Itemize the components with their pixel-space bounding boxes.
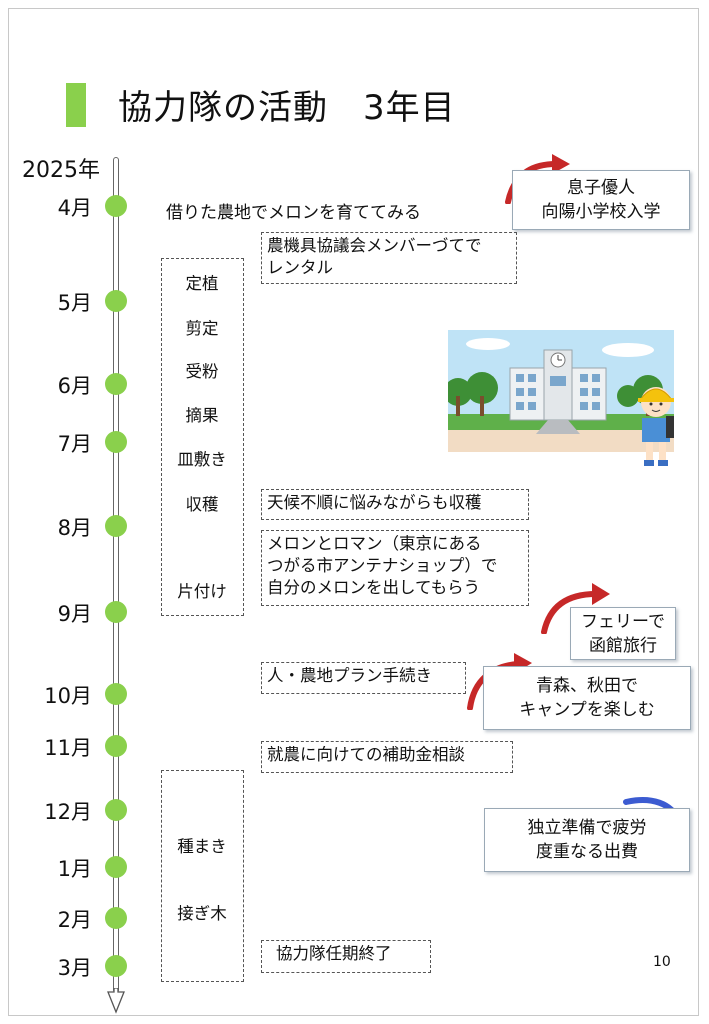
timeline-dot [105,373,127,395]
month-label: 8月 [57,516,92,540]
note-ferry-line1: フェリーで [581,611,665,632]
event-subsidy-text: 就農に向けての補助金相談 [267,745,465,764]
timeline-dot [105,431,127,453]
note-school: 息子優人 向陽小学校入学 [512,170,690,230]
task-item: 定植 [185,274,219,293]
timeline-dot [105,515,127,537]
month-label: 1月 [57,857,92,881]
year-label: 2025年 [22,158,100,183]
month-label: 4月 [57,196,92,220]
title-accent-bar [66,83,86,127]
task-item: 収穫 [185,495,219,514]
event-april: 借りた農地でメロンを育ててみる [166,203,421,223]
note-camp: 青森、秋田で キャンプを楽しむ [483,666,691,730]
timeline-dot [105,601,127,623]
task-item: 種まき [177,837,227,856]
timeline-dot [105,195,127,217]
event-harvest-text: 天候不順に悩みながらも収穫 [267,493,482,512]
month-label: 11月 [44,736,92,760]
timeline-dot [105,907,127,929]
month-label: 7月 [57,432,92,456]
event-term-end-text: 協力隊任期終了 [276,944,392,963]
note-camp-line2: キャンプを楽しむ [519,700,655,720]
note-expense-line2: 度重なる出費 [536,842,638,862]
task-column-first [161,258,244,616]
event-subsidy-box: 就農に向けての補助金相談 [261,741,513,773]
task-column-second [161,770,244,982]
month-label: 6月 [57,374,92,398]
timeline-dot [105,683,127,705]
event-procedure-box: 人・農地プラン手続き [261,662,466,694]
task-item: 受粉 [185,362,219,381]
month-label: 12月 [44,800,92,824]
note-school-line1: 息子優人 [567,178,635,198]
timeline-dot [105,735,127,757]
month-label: 10月 [44,684,92,708]
event-antenna-line1: メロンとロマン（東京にある [267,534,482,553]
event-procedure-text: 人・農地プラン手続き [267,666,432,685]
red-curved-arrow-icon [541,583,610,634]
month-label: 2月 [57,908,92,932]
note-camp-line1: 青森、秋田で [536,676,638,696]
slide-frame [8,8,699,1016]
note-expense: 独立準備で疲労 度重なる出費 [484,808,690,872]
event-harvest-box: 天候不順に悩みながらも収穫 [261,489,529,520]
event-antenna-box: メロンとロマン（東京にある つがる市アンテナショップ）で 自分のメロンを出しても… [261,530,529,606]
event-antenna-line2: つがる市アンテナショップ）で [267,556,498,575]
event-rental-box: 農機具協議会メンバーづてで レンタル [261,232,517,284]
timeline-dot [105,955,127,977]
event-antenna-line3: 自分のメロンを出してもらう [267,578,481,597]
timeline-dot [105,799,127,821]
task-item: 皿敷き [177,450,227,469]
task-item: 剪定 [185,319,219,338]
timeline-arrow-icon [107,988,125,1014]
school-child-illustration [448,330,674,466]
month-label: 9月 [57,602,92,626]
timeline-dot [105,856,127,878]
task-item: 摘果 [185,406,219,425]
page-number: 10 [653,954,671,970]
page-title: 協力隊の活動 3年目 [118,88,456,128]
note-school-line2: 向陽小学校入学 [541,202,661,222]
event-rental-line2: レンタル [267,258,333,277]
note-ferry-line2: 函館旅行 [589,635,657,656]
note-ferry: フェリーで 函館旅行 [570,607,676,660]
month-label: 3月 [57,956,92,980]
event-term-end-box: 協力隊任期終了 [261,940,431,973]
event-rental-line1: 農機具協議会メンバーづてで [267,236,482,255]
timeline-dot [105,290,127,312]
month-label: 5月 [57,291,92,315]
task-item: 接ぎ木 [177,904,227,923]
note-expense-line1: 独立準備で疲労 [527,818,647,838]
task-item: 片付け [177,582,227,601]
